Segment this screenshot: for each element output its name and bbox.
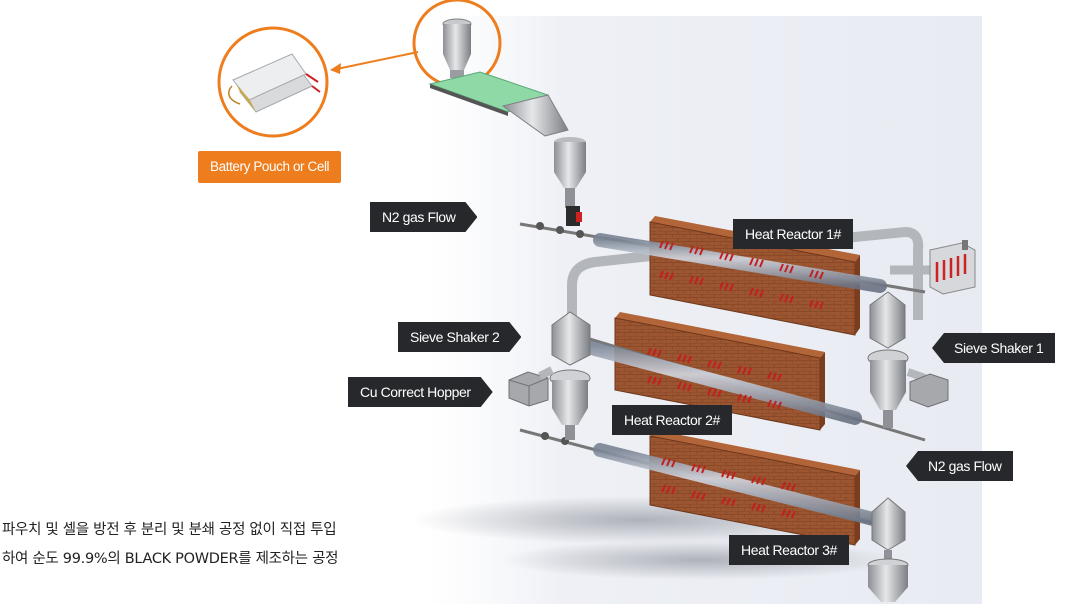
heater-marks-3: [661, 457, 796, 519]
feed-hopper: [442, 18, 472, 78]
battery-pouch-image: [217, 26, 329, 138]
pointer-arrowhead: [330, 63, 341, 74]
exhaust-pipe: [844, 226, 924, 320]
cu-correct-hopper-label: Cu Correct Hopper: [348, 377, 493, 407]
heat-reactor-1-label: Heat Reactor 1#: [733, 219, 853, 249]
process-caption: 파우치 및 셀을 방전 후 분리 및 분쇄 공정 없이 직접 투입 하여 순도 …: [2, 516, 338, 574]
sieve-shaker-1-unit: [867, 291, 949, 428]
heater-marks-2: [647, 347, 782, 410]
heat-reactor-2-label: Heat Reactor 2#: [612, 405, 732, 435]
pointer-arrow: [331, 51, 419, 71]
heat-reactor-3-label: Heat Reactor 3#: [729, 535, 849, 565]
cu-correct-hopper-box: [508, 366, 554, 407]
conveyor-belt: [428, 71, 569, 137]
sieve-box: [929, 240, 976, 295]
sieve-shaker-1-label: Sieve Shaker 1: [932, 333, 1056, 363]
n2-gas-flow-top-label: N2 gas Flow: [370, 202, 477, 232]
top-hopper: [554, 137, 586, 226]
pipe-row-3: [519, 428, 901, 532]
n2-gas-flow-bottom-label: N2 gas Flow: [906, 451, 1014, 481]
final-collector: [867, 497, 909, 602]
pipe-row-1: [519, 222, 926, 294]
sieve-shaker-2-unit: [549, 311, 591, 440]
battery-pouch-label: Battery Pouch or Cell: [198, 151, 342, 183]
heater-marks-1: [659, 240, 824, 310]
pipe-row-2: [559, 328, 926, 442]
transfer-pipe: [567, 250, 661, 320]
sieve-shaker-2-label: Sieve Shaker 2: [398, 322, 521, 352]
caption-line-2: 하여 순도 99.9%의 BLACK POWDER를 제조하는 공정: [2, 551, 339, 567]
caption-line-1: 파우치 및 셀을 방전 후 분리 및 분쇄 공정 없이 직접 투입: [2, 522, 337, 538]
